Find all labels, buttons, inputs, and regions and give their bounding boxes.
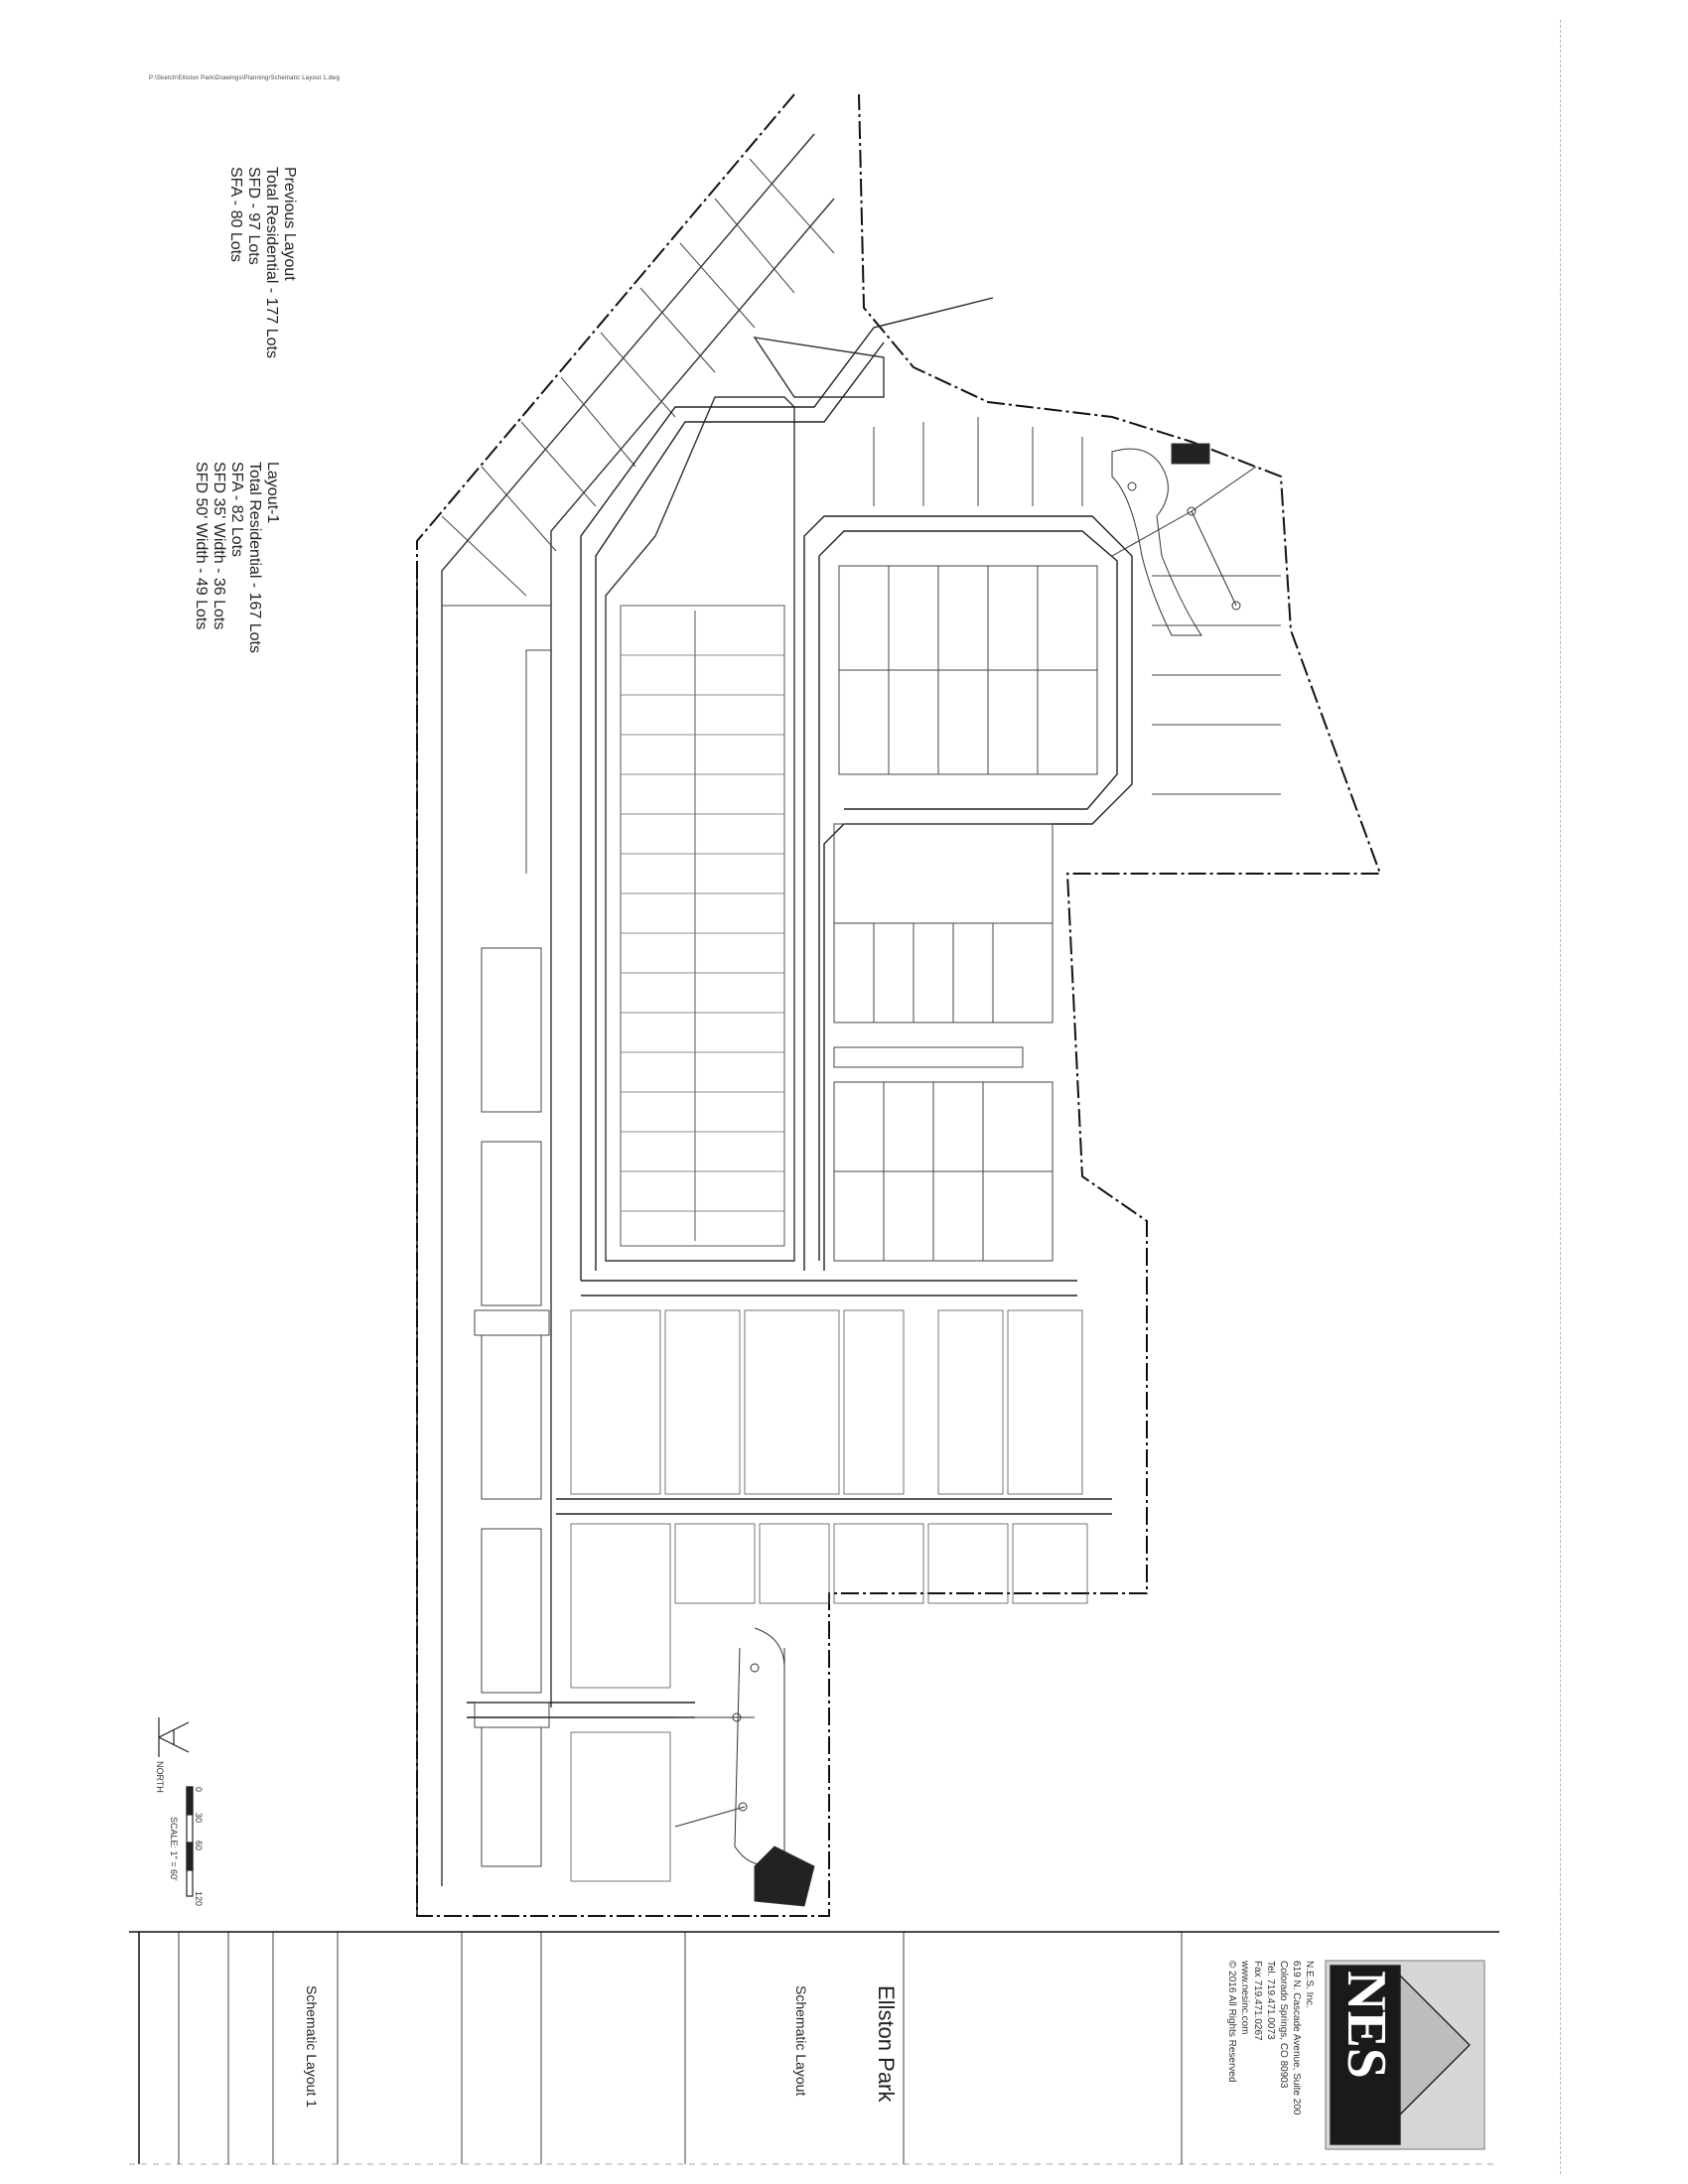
northeast-cul-de-sac [1111, 443, 1257, 636]
north-arrow-icon [158, 1717, 190, 1757]
property-boundary [416, 93, 1382, 1917]
company-copyright: © 2016 All Rights Reserved [1226, 1961, 1237, 2083]
company-web: www.nesinc.com [1239, 1961, 1250, 2035]
scale-label: SCALE: 1" = 60' [169, 1817, 179, 1881]
scale-tick-120: 120 [194, 1891, 204, 1907]
company-address-1: 619 N. Cascade Avenue, Suite 200 [1291, 1961, 1302, 2116]
nes-logo-text: NES [1336, 1971, 1397, 2079]
scale-tick-30: 30 [194, 1813, 204, 1824]
nes-logo-icon [1325, 1960, 1485, 2150]
scale-bar-icon [186, 1786, 194, 1897]
north-label: NORTH [155, 1761, 165, 1793]
central-long-block [605, 396, 795, 1262]
title-block-frame [129, 1931, 1499, 2165]
company-name: N.E.S. Inc. [1304, 1961, 1315, 2008]
scale-tick-0: 0 [194, 1787, 204, 1793]
project-name: Ellston Park [874, 1985, 899, 2103]
scale-tick-60: 60 [194, 1841, 204, 1851]
company-address-2: Colorado Springs, CO 80903 [1278, 1961, 1289, 2089]
east-block-middle [833, 823, 1054, 1262]
sheet-type: Schematic Layout [793, 1985, 809, 2097]
townhome-units-south [570, 1309, 1088, 1882]
main-road [467, 297, 1133, 1718]
company-info: N.E.S. Inc. 619 N. Cascade Avenue, Suite… [1225, 1961, 1316, 2115]
sheet-trim-line [1559, 20, 1561, 2174]
company-tel: Tel. 719.471.0073 [1265, 1961, 1276, 2040]
file-path-header: P:\Sketch\Elliston Park\Drawings\Plannin… [149, 75, 341, 81]
west-townhome-strip [474, 947, 550, 1867]
sheet-title: Schematic Layout 1 [304, 1985, 320, 2108]
east-block-upper [838, 417, 1281, 795]
southwest-cul-de-sac [674, 1627, 815, 1907]
company-fax: Fax 719.471.0267 [1252, 1961, 1263, 2041]
northwest-lots [441, 158, 835, 607]
central-lot-lines [621, 654, 784, 1212]
